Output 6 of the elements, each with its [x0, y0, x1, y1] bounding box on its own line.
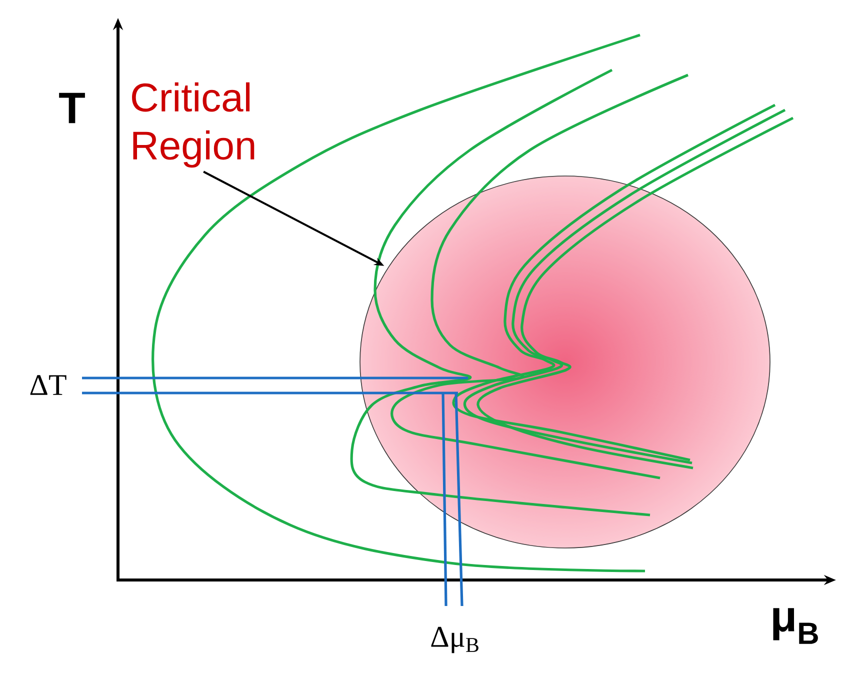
critical-region-ellipse: [360, 176, 770, 548]
delta-label: Δμ$_{B}$: [431, 626, 478, 654]
axis-label: T: [59, 92, 85, 124]
delta-label: ΔT: [30, 375, 66, 395]
axis-label: μ$_{B}$: [773, 608, 818, 644]
region-label: Critical Region: [132, 82, 254, 168]
